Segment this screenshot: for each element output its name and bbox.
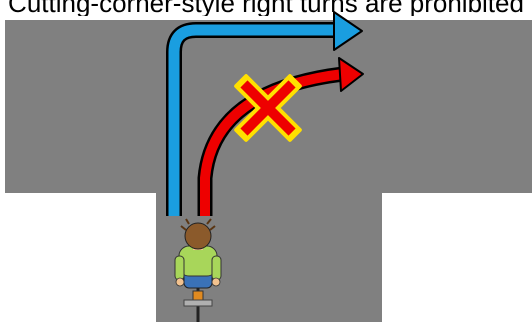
road: [5, 20, 532, 322]
